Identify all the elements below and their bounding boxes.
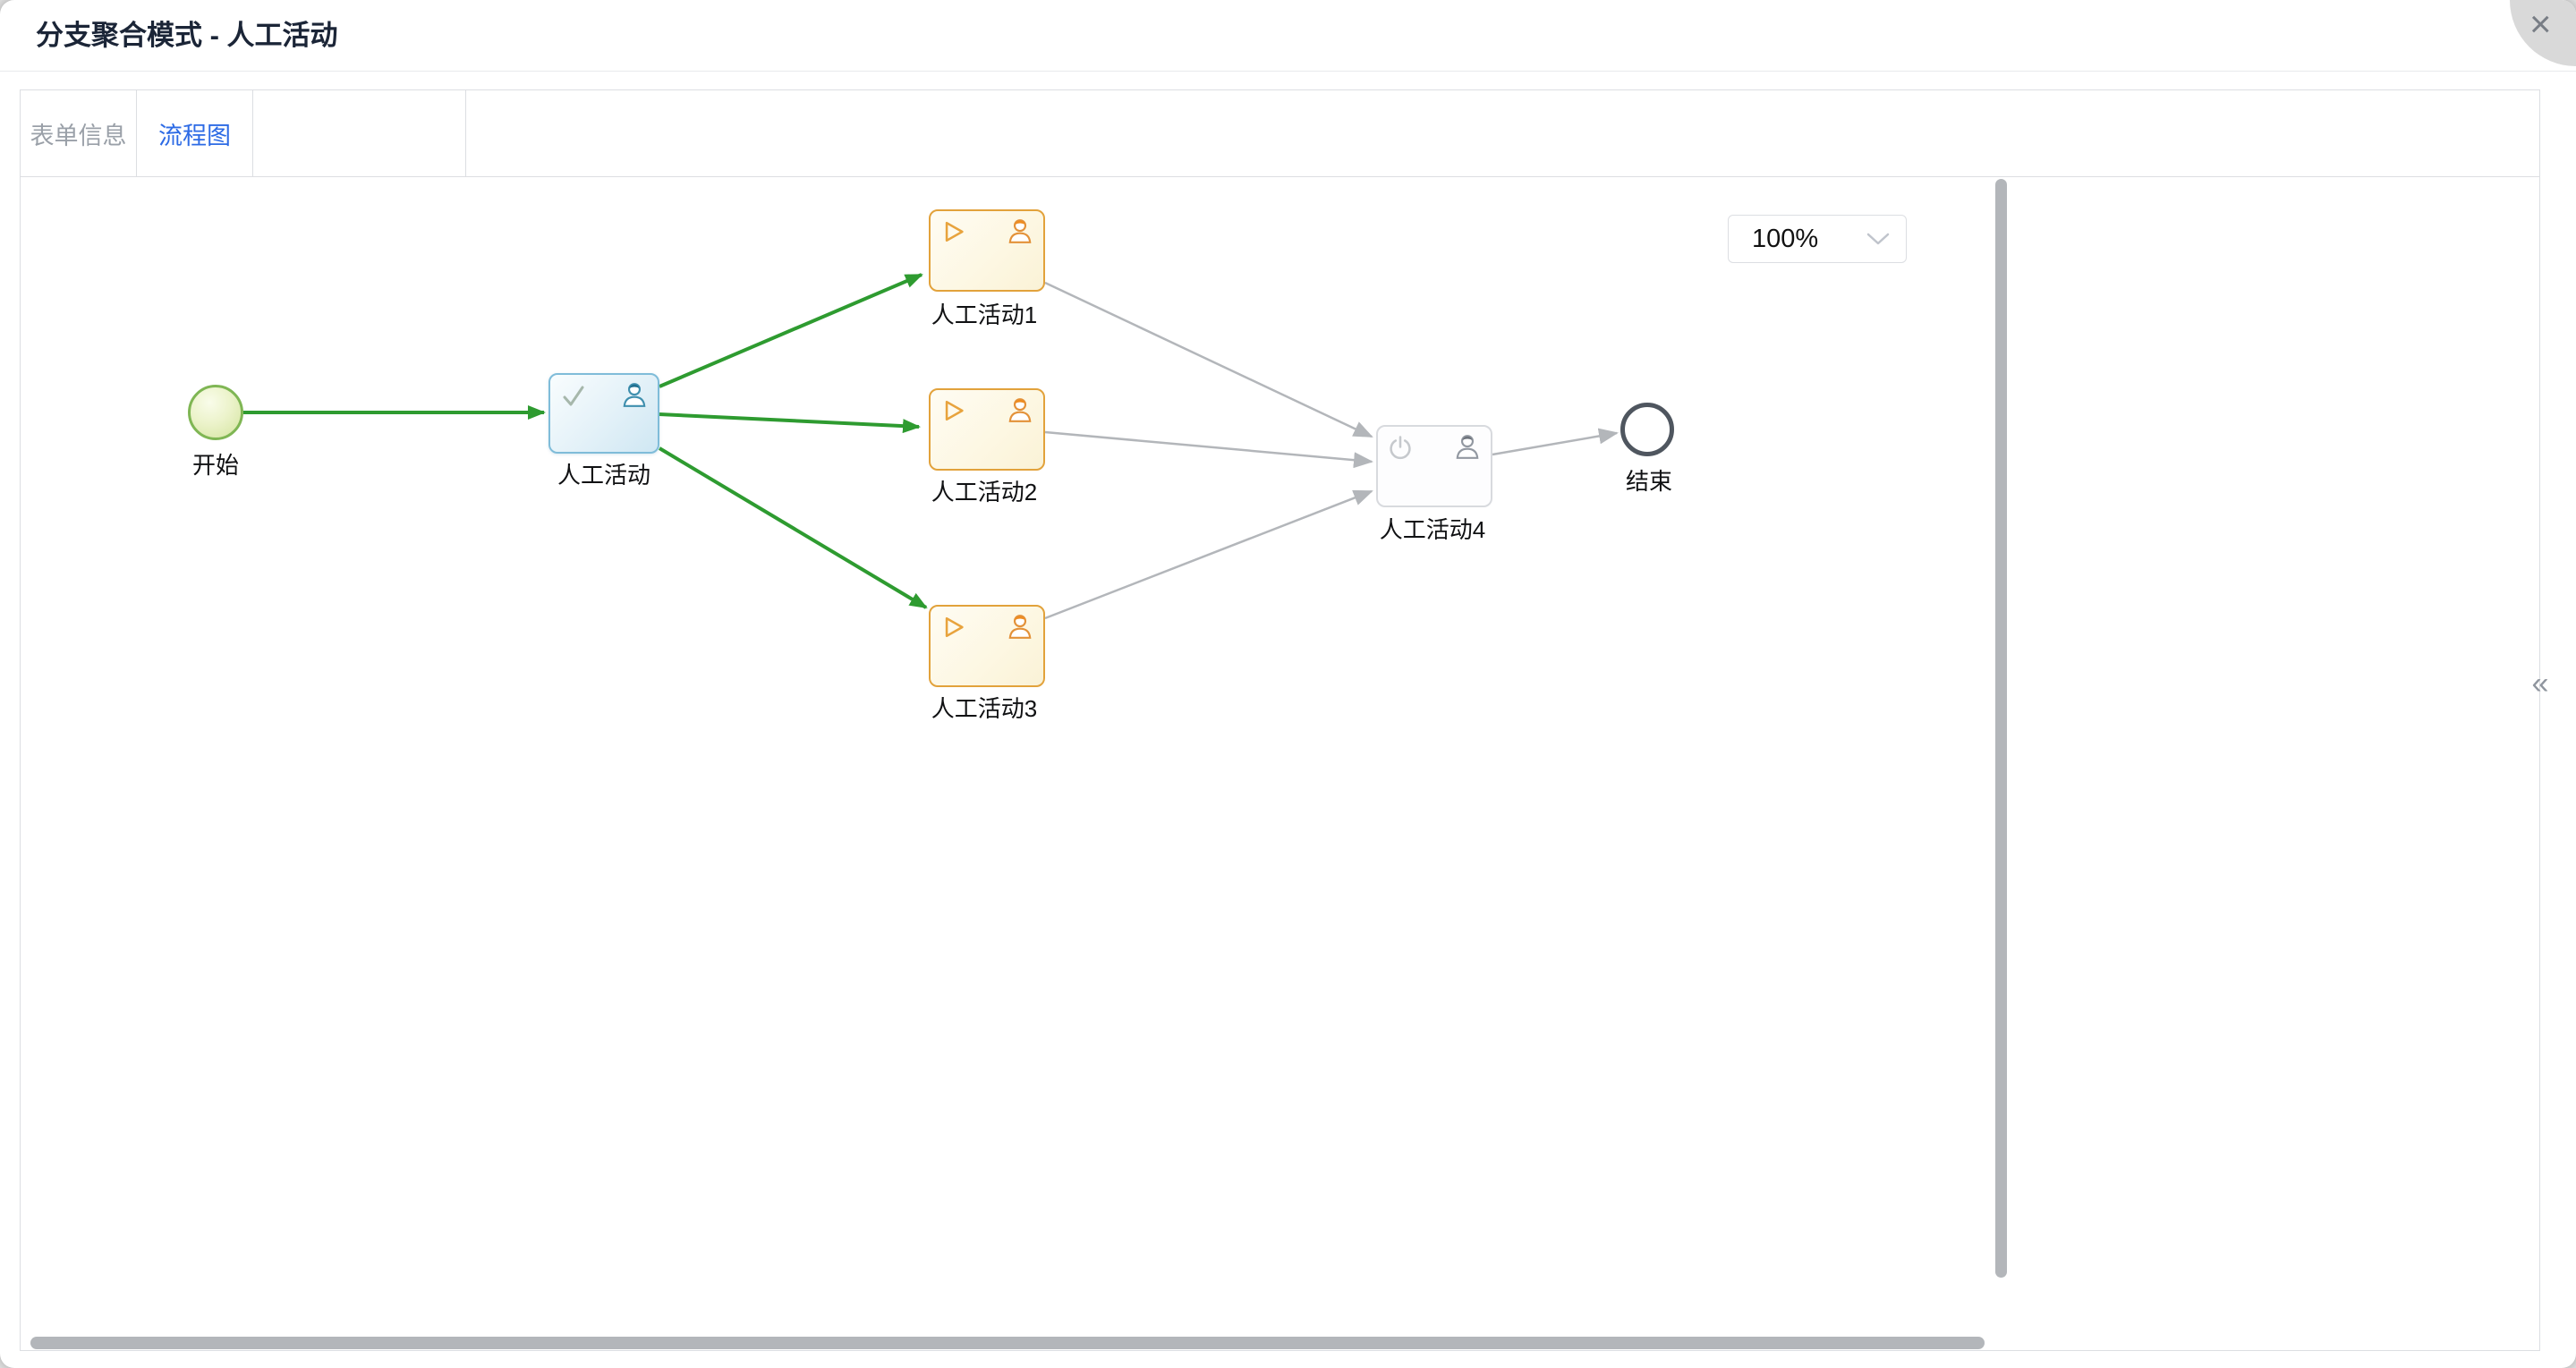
edge-task-main-to-task-1 — [659, 273, 923, 388]
edge-task-4-to-end — [1492, 428, 1619, 456]
person-icon — [1006, 217, 1034, 250]
power-icon — [1387, 434, 1414, 465]
flow-canvas: 开始 人工活动 — [21, 177, 2539, 1350]
tab-bar: 表单信息 流程图 — [21, 90, 2539, 177]
play-icon — [939, 614, 966, 645]
node-task-4[interactable] — [1376, 425, 1492, 507]
node-label: 人工活动3 — [931, 695, 1038, 722]
close-icon: × — [2529, 3, 2552, 45]
collapse-left-icon: « — [2531, 666, 2549, 701]
node-label: 结束 — [1625, 468, 1672, 495]
node-label: 开始 — [191, 452, 239, 479]
node-start-event[interactable] — [188, 385, 243, 440]
edge-task-main-to-task-2 — [659, 412, 921, 434]
flow-edges — [243, 273, 1619, 620]
panel-collapse-toggle[interactable]: « — [2522, 663, 2558, 704]
edge-task-1-to-task-4 — [1044, 281, 1373, 438]
chevron-down-icon — [1866, 232, 1890, 246]
check-icon — [559, 382, 588, 415]
node-label: 人工活动 — [557, 462, 650, 489]
node-task-2[interactable] — [929, 388, 1045, 471]
node-task-main[interactable] — [548, 373, 659, 454]
tab-card: 表单信息 流程图 — [20, 89, 2548, 1351]
tab-label: 流程图 — [158, 122, 231, 149]
edge-task-main-to-task-3 — [658, 446, 928, 609]
node-label: 人工活动2 — [931, 479, 1038, 506]
node-end-event[interactable] — [1620, 403, 1674, 456]
person-icon — [620, 380, 649, 413]
vertical-scrollbar[interactable] — [1995, 179, 2007, 1278]
edge-task-3-to-task-4 — [1044, 489, 1373, 620]
tab-label: 表单信息 — [30, 122, 127, 149]
horizontal-scrollbar[interactable] — [30, 1337, 1985, 1349]
tab-form-info[interactable]: 表单信息 — [21, 90, 137, 176]
tab-flow-chart[interactable]: 流程图 — [137, 90, 253, 176]
dialog-title: 分支聚合模式 - 人工活动 — [36, 20, 338, 51]
person-icon — [1453, 432, 1482, 465]
node-task-3[interactable] — [929, 605, 1045, 687]
zoom-value: 100% — [1752, 224, 1819, 253]
edge-task-2-to-task-4 — [1044, 430, 1373, 469]
node-label: 人工活动4 — [1379, 516, 1486, 543]
play-icon — [939, 218, 966, 250]
dialog-header: 分支聚合模式 - 人工活动 — [0, 0, 2576, 72]
play-icon — [939, 397, 966, 429]
person-icon — [1006, 395, 1034, 429]
zoom-select[interactable]: 100% — [1728, 215, 1907, 263]
node-label: 人工活动1 — [931, 302, 1038, 328]
node-task-1[interactable] — [929, 209, 1045, 292]
person-icon — [1006, 612, 1034, 645]
tabs-wrap: 表单信息 流程图 — [21, 90, 466, 176]
